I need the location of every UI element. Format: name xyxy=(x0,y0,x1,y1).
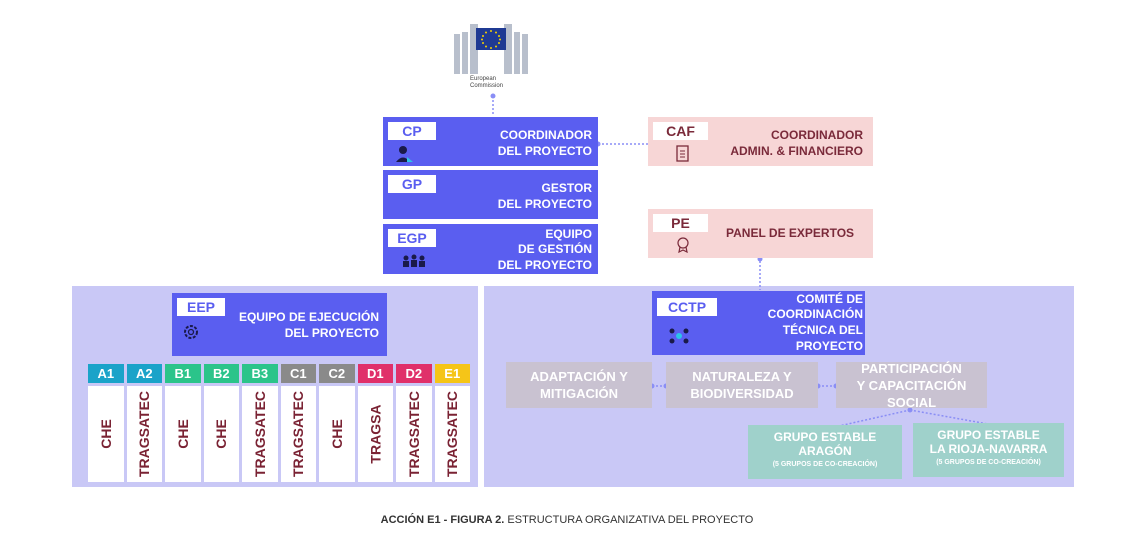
action-entity-a1: CHE xyxy=(97,419,114,449)
action-entity-e1: TRAGSATEC xyxy=(444,390,461,478)
cp-box: CP COORDINADOR DEL PROYECTO xyxy=(383,117,598,166)
action-entity-b1: CHE xyxy=(174,419,191,449)
action-entity-c1: TRAGSATEC xyxy=(290,390,307,478)
egp-title-1: EQUIPO xyxy=(545,227,592,241)
action-entity-box-b1: CHE xyxy=(165,386,201,482)
action-entity-d1: TRAGSA xyxy=(367,404,384,464)
area-adaptacion-l1: ADAPTACIÓN Y xyxy=(530,369,628,384)
egp-title-3: DEL PROYECTO xyxy=(497,258,592,272)
action-entity-a2: TRAGSATEC xyxy=(136,390,153,478)
action-code-a2: A2 xyxy=(126,364,162,383)
eep-title-1: EQUIPO DE EJECUCIÓN xyxy=(238,310,379,324)
group-aragon-note: (5 GRUPOS DE CO-CREACIÓN) xyxy=(772,461,878,468)
cp-code: CP xyxy=(388,122,436,140)
area-naturaleza-l2: BIODIVERSIDAD xyxy=(690,386,794,401)
action-entity-box-c1: TRAGSATEC xyxy=(280,386,316,482)
area-participacion-l2: Y CAPACITACIÓN xyxy=(856,377,967,393)
action-code-b1: B1 xyxy=(165,364,201,383)
group-aragon: GRUPO ESTABLE ARAGÓN (5 GRUPOS DE CO-CRE… xyxy=(748,425,902,479)
action-code-a1: A1 xyxy=(88,364,124,383)
cctp-title-1: COMITÉ DE xyxy=(796,292,863,306)
action-entity-b2: CHE xyxy=(213,419,230,449)
cctp-title-2: COORDINACIÓN xyxy=(767,307,863,321)
person-icon xyxy=(396,146,413,162)
action-entity-d2: TRAGSATEC xyxy=(405,390,422,478)
action-code-d2: D2 xyxy=(396,364,432,383)
area-naturaleza: NATURALEZA Y BIODIVERSIDAD xyxy=(666,362,818,408)
action-code-b3: B3 xyxy=(242,364,278,383)
eep-code: EEP xyxy=(177,298,225,316)
action-code-c2: C2 xyxy=(319,364,355,383)
caption-rest: ESTRUCTURA ORGANIZATIVA DEL PROYECTO xyxy=(504,514,754,526)
egp-code: EGP xyxy=(388,229,436,247)
action-code-e1: E1 xyxy=(434,364,470,383)
pe-box: PE PANEL DE EXPERTOS xyxy=(648,209,873,258)
action-entity-c2: CHE xyxy=(328,419,345,449)
commission-building-icon xyxy=(448,24,538,76)
european-commission-logo: European Commission xyxy=(448,20,538,98)
group-aragon-l2: ARAGÓN xyxy=(798,444,852,458)
cctp-code: CCTP xyxy=(657,298,717,316)
area-participacion-l1: PARTICIPACIÓN xyxy=(861,360,962,376)
area-naturaleza-l1: NATURALEZA Y xyxy=(692,369,792,384)
award-icon xyxy=(677,237,689,253)
network-icon xyxy=(669,328,689,344)
logo-text-line1: European xyxy=(470,76,497,82)
action-entity-box-a1: CHE xyxy=(88,386,124,482)
figure-caption: ACCIÓN E1 - FIGURA 2. ESTRUCTURA ORGANIZ… xyxy=(0,514,1134,526)
caption-bold: ACCIÓN E1 - FIGURA 2. xyxy=(380,514,505,526)
group-aragon-l1: GRUPO ESTABLE xyxy=(773,430,877,444)
eep-box: EEP EQUIPO DE EJECUCIÓN DEL PROYECTO xyxy=(172,293,387,356)
group-rioja-note: (5 GRUPOS DE CO-CREACIÓN) xyxy=(936,459,1041,466)
cp-title-1: COORDINADOR xyxy=(500,128,592,142)
caf-box: CAF COORDINADOR ADMIN. & FINANCIERO xyxy=(648,117,873,166)
gp-code: GP xyxy=(388,175,436,193)
cctp-box: CCTP COMITÉ DE COORDINACIÓN TÉCNICA DEL … xyxy=(652,291,865,355)
gp-title-1: GESTOR xyxy=(541,181,592,195)
cctp-title-3: TÉCNICA DEL xyxy=(782,323,863,337)
egp-title-2: DE GESTIÓN xyxy=(517,242,592,256)
action-entity-box-a2: TRAGSATEC xyxy=(126,386,162,482)
pe-title: PANEL DE EXPERTOS xyxy=(726,226,855,240)
caf-title-2: ADMIN. & FINANCIERO xyxy=(730,144,863,158)
gp-title-2: DEL PROYECTO xyxy=(497,197,592,211)
action-entity-box-b3: TRAGSATEC xyxy=(242,386,278,482)
area-participacion: PARTICIPACIÓN Y CAPACITACIÓN SOCIAL xyxy=(836,360,987,410)
action-entity-box-d1: TRAGSA xyxy=(357,386,393,482)
gp-box: GP GESTOR DEL PROYECTO xyxy=(383,170,598,219)
action-entity-box-d2: TRAGSATEC xyxy=(396,386,432,482)
group-rioja-l1: GRUPO ESTABLE xyxy=(937,428,1040,442)
caf-title-1: COORDINADOR xyxy=(771,128,863,142)
area-adaptacion: ADAPTACIÓN Y MITIGACIÓN xyxy=(506,362,652,408)
action-code-b2: B2 xyxy=(203,364,239,383)
cp-title-2: DEL PROYECTO xyxy=(497,144,592,158)
action-entity-box-b2: CHE xyxy=(203,386,239,482)
action-entity-b3: TRAGSATEC xyxy=(251,390,268,478)
egp-box: EGP EQUIPO DE GESTIÓN DEL PROYECTO xyxy=(383,224,598,274)
action-entity-box-c2: CHE xyxy=(319,386,355,482)
area-adaptacion-l2: MITIGACIÓN xyxy=(540,386,618,401)
group-rioja-navarra: GRUPO ESTABLE LA RIOJA-NAVARRA (5 GRUPOS… xyxy=(913,423,1064,477)
eep-title-2: DEL PROYECTO xyxy=(284,326,379,340)
action-code-d1: D1 xyxy=(357,364,393,383)
area-participacion-l3: SOCIAL xyxy=(886,394,937,410)
gear-icon xyxy=(184,325,198,339)
caf-code: CAF xyxy=(653,122,708,140)
cctp-title-4: PROYECTO xyxy=(795,339,863,353)
team-icon xyxy=(403,254,425,267)
action-entity-box-e1: TRAGSATEC xyxy=(434,386,470,482)
logo-text-line2: Commission xyxy=(470,83,504,89)
pe-code: PE xyxy=(653,214,708,232)
document-icon xyxy=(676,145,689,162)
action-code-c1: C1 xyxy=(280,364,316,383)
group-rioja-l2: LA RIOJA-NAVARRA xyxy=(929,442,1048,456)
